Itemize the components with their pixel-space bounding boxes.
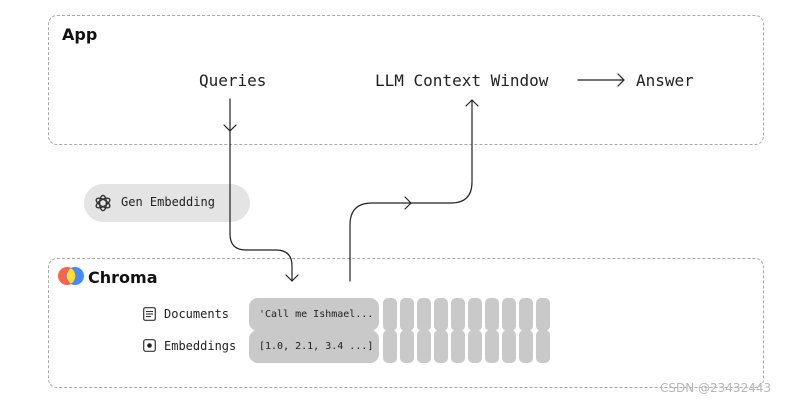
documents-value-chip: 'Call me Ishmael... [249,298,379,331]
embedding-record-block [400,330,414,363]
document-record-block [502,298,516,331]
query-to-chroma-arrow-head [285,274,299,282]
embeddings-value-chip: [1.0, 2.1, 3.4 ...] [249,330,379,363]
openai-logo-icon [95,194,111,212]
chroma-logo-icon [58,267,84,285]
query-to-chroma-arrow [229,130,293,282]
gen-embedding-pill: Gen Embedding [84,184,250,222]
embedding-record-block [383,330,397,363]
documents-label: Documents [164,307,230,321]
document-icon [143,307,156,321]
chroma-heading: Chroma [88,268,158,287]
embedding-record-block [468,330,482,363]
document-record-block [417,298,431,331]
document-record-block [519,298,533,331]
queries-node: Queries [199,71,267,90]
context-feed-arrow [410,99,473,204]
answer-node: Answer [636,71,694,90]
embeddings-label: Embeddings [164,339,237,353]
embedding-record-block [485,330,499,363]
chroma-container [48,258,764,388]
embedding-record-block [502,330,516,363]
chroma-to-context-arrow [349,202,412,282]
embedding-record-block [519,330,533,363]
embedding-record-block [417,330,431,363]
context-feed-arrow-head [465,99,479,107]
document-record-block [451,298,465,331]
document-record-block [400,298,414,331]
watermark: CSDN @23432443 [660,381,772,395]
document-record-block [468,298,482,331]
embedding-dot-icon [143,339,156,352]
document-record-block [383,298,397,331]
document-record-block [485,298,499,331]
app-container [48,15,764,145]
embedding-record-block [536,330,550,363]
embedding-record-block [434,330,448,363]
answer-arrow-head [617,73,625,87]
gen-embedding-label: Gen Embedding [121,195,215,209]
context-window-node: LLM Context Window [375,71,549,90]
app-heading: App [62,25,98,44]
document-record-block [536,298,550,331]
document-record-block [434,298,448,331]
embedding-record-block [451,330,465,363]
